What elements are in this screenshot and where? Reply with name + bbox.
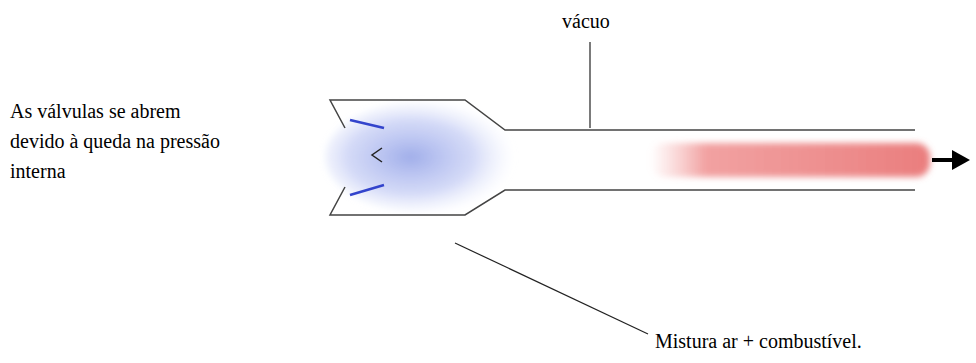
engine-body bbox=[330, 100, 915, 215]
intake-valve bbox=[350, 120, 384, 195]
leader-line bbox=[455, 243, 648, 334]
vacuum-label: vácuo bbox=[562, 6, 682, 36]
mixture-label: Mistura ar + combustível. bbox=[655, 326, 955, 356]
air-fuel-mixture bbox=[325, 102, 515, 212]
flow-chevron bbox=[372, 148, 382, 162]
valve-note: As válvulas se abrem devido à queda na p… bbox=[10, 96, 225, 186]
exhaust-arrow bbox=[932, 150, 970, 170]
leader-line bbox=[589, 42, 590, 128]
exhaust-gas bbox=[650, 143, 930, 177]
